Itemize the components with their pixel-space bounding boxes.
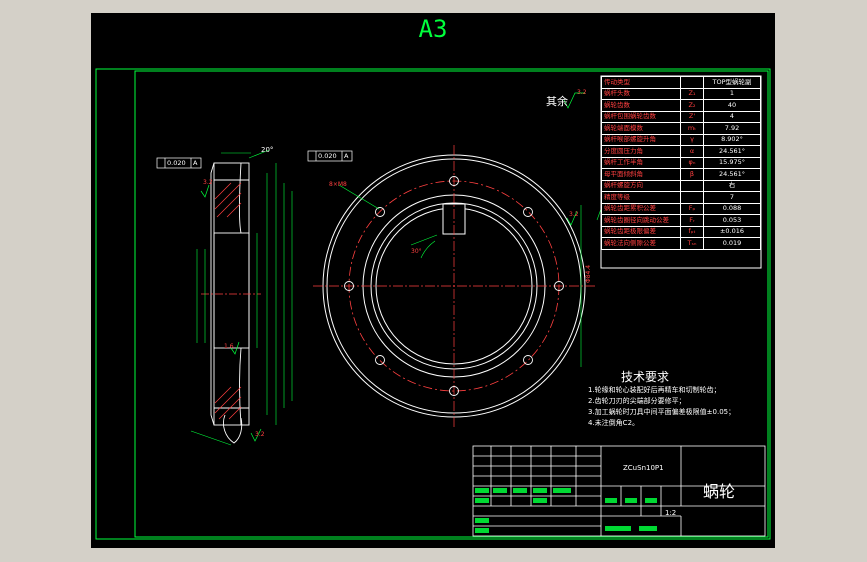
- param-row: 传动类型 TOP型蜗轮副: [601, 76, 761, 89]
- tol2-value: 0.020: [318, 152, 337, 160]
- param-name: 蜗杆喉部螺旋升角: [601, 133, 681, 146]
- bore-dimension: Φ84.4: [585, 264, 592, 283]
- param-name: 蜗杆螺旋方向: [601, 179, 681, 192]
- param-value: 右: [703, 179, 761, 192]
- param-name: 蜗轮法向侧隙公差: [601, 237, 681, 250]
- param-name: 精度等级: [601, 191, 681, 204]
- inner-frame: [134, 70, 769, 538]
- param-value: 40: [703, 99, 761, 112]
- tol1-value: 0.020: [167, 159, 186, 167]
- param-symbol: [680, 179, 704, 192]
- param-value: 0.053: [703, 214, 761, 227]
- param-symbol: Fₚ: [680, 202, 704, 215]
- param-name: 母平面倾斜角: [601, 168, 681, 181]
- tol2-ref: A: [344, 152, 349, 160]
- angle2-dimension: 30°: [411, 248, 422, 255]
- param-symbol: [680, 191, 704, 204]
- material-label: ZCuSn10P1: [623, 464, 664, 472]
- roughness-side: 3.2: [203, 179, 213, 186]
- tol1-ref: A: [193, 159, 198, 167]
- param-symbol: Z₂: [680, 99, 704, 112]
- roughness-bore: 1.6: [224, 343, 234, 350]
- param-value: 24.561°: [703, 145, 761, 158]
- param-name: 蜗杆头数: [601, 87, 681, 100]
- param-row: 精度等级 7: [601, 191, 761, 204]
- outer-frame: [95, 68, 771, 540]
- scale-label: 1:2: [665, 509, 677, 517]
- param-symbol: fₚₜ: [680, 225, 704, 238]
- section-dimlines: [190, 149, 293, 446]
- param-value: 7.92: [703, 122, 761, 135]
- param-symbol: φₙ: [680, 156, 704, 169]
- roughness-front: 3.2: [569, 211, 579, 218]
- tech-title: 技术要求: [621, 370, 670, 384]
- tech-item: 2.齿轮刀刃的尖端部分要修平；: [588, 397, 686, 405]
- param-name: 蜗轮齿距极限偏差: [601, 225, 681, 238]
- sheet-size-label: A3: [418, 15, 448, 43]
- tech-item: 1.轮缘和轮心装配好后再精车和切制轮齿；: [588, 386, 721, 394]
- param-name: 分度圆压力角: [601, 145, 681, 158]
- holes-dimension: 8×M8: [329, 181, 347, 188]
- title-block-cells: [475, 488, 657, 533]
- param-value: 4: [703, 110, 761, 123]
- tol-frame-2: [307, 150, 353, 162]
- part-name: 蜗轮: [703, 482, 736, 501]
- param-row: 蜗杆螺旋方向 右: [601, 179, 761, 192]
- other-roughness-value: 3.2: [577, 89, 587, 96]
- param-name: 传动类型: [601, 76, 681, 89]
- drawing-svg: [95, 68, 771, 540]
- param-symbol: Tₛₙ: [680, 237, 704, 250]
- param-value: 0.088: [703, 202, 761, 215]
- param-symbol: Fᵣ: [680, 214, 704, 227]
- param-symbol: mₜ: [680, 122, 704, 135]
- angle-dimension: 20°: [261, 146, 274, 154]
- param-symbol: α: [680, 145, 704, 158]
- param-symbol: [680, 76, 704, 89]
- param-symbol: γ: [680, 133, 704, 146]
- param-name: 蜗轮齿数: [601, 99, 681, 112]
- param-value: 0.019: [703, 237, 761, 250]
- other-roughness-label: 其余: [546, 95, 568, 108]
- tech-item: 4.未注倒角C2。: [588, 419, 640, 427]
- param-name: 蜗轮齿圈径向跳动公差: [601, 214, 681, 227]
- param-name: 蜗轮端面模数: [601, 122, 681, 135]
- bolt-holes: [344, 176, 564, 396]
- roughness-symbols: [200, 92, 585, 442]
- param-symbol: Z': [680, 110, 704, 123]
- param-value: 8.902°: [703, 133, 761, 146]
- roughness-bottom: 3.2: [255, 431, 265, 438]
- tol-frame-1: [156, 157, 202, 169]
- param-value: 1: [703, 87, 761, 100]
- tech-item: 3.加工蜗轮时刀具中间平面偏差极限值±0.05；: [588, 408, 736, 416]
- param-symbol: Z₁: [680, 87, 704, 100]
- param-value: TOP型蜗轮副: [703, 76, 761, 89]
- front-dimlines: [338, 184, 602, 367]
- center-marks: [313, 145, 595, 427]
- param-value: ±0.016: [703, 225, 761, 238]
- param-name: 蜗杆工作半角: [601, 156, 681, 169]
- param-symbol: β: [680, 168, 704, 181]
- param-name: 蜗轮齿距累积公差: [601, 202, 681, 215]
- param-name: 蜗杆包围蜗轮齿数: [601, 110, 681, 123]
- param-value: 24.561°: [703, 168, 761, 181]
- param-value: 7: [703, 191, 761, 204]
- section-hatch: [214, 182, 242, 420]
- title-block: [472, 445, 766, 537]
- param-value: 15.975°: [703, 156, 761, 169]
